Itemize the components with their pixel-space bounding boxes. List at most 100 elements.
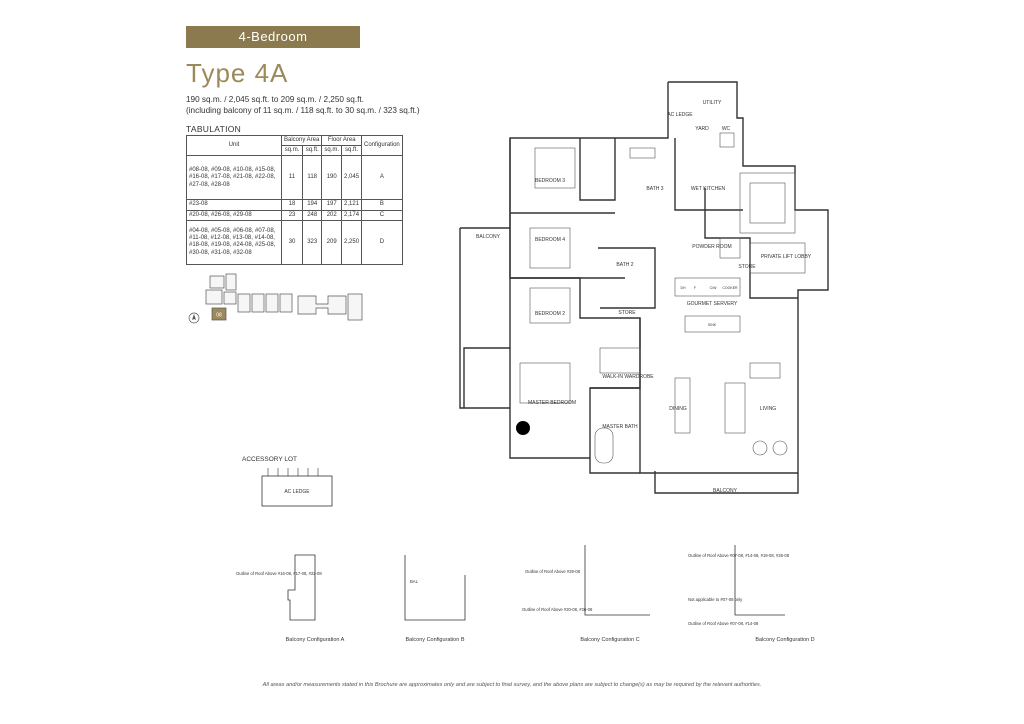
row-balcony-sqm: 18: [280, 199, 304, 211]
label-living: LIVING: [760, 406, 777, 412]
bed-3: [534, 147, 576, 189]
label-private-lift-lobby: PRIVATE LIFT LOBBY: [761, 254, 812, 260]
config-a-note: Outline of Roof Above #16-08, #17-08, #2…: [236, 571, 322, 576]
row-balcony-sqft: 194: [302, 199, 323, 211]
config-d-note-1: Outline of Roof Above #07-08, #14-08, #1…: [688, 553, 790, 558]
label-balcony-bottom: BALCONY: [713, 488, 738, 494]
bed-4: [529, 227, 571, 269]
fixtures: [519, 132, 806, 464]
accessory-lot: ACCESSORY LOT AC LEDGE: [242, 456, 333, 507]
config-b-bal: BAL: [410, 579, 419, 584]
label-bedroom-2: BEDROOM 2: [535, 311, 565, 317]
subheader-sqm: sq.m.: [321, 145, 343, 157]
walk-in-wardrobe-shelf: [599, 347, 641, 374]
label-bath-2: BATH 2: [616, 262, 633, 268]
kitchen-island: [684, 315, 741, 333]
label-master-bath: MASTER BATH: [602, 424, 638, 430]
table-header-row: Unit Balcony Area Floor Area Configurati…: [186, 134, 403, 157]
row-config: D: [361, 219, 403, 265]
row-balcony-sqft: 248: [302, 209, 323, 221]
config-b-label: Balcony Configuration B: [405, 637, 464, 643]
accessory-lot-label: AC LEDGE: [284, 489, 310, 495]
header-floor-area: Floor Area: [321, 134, 363, 147]
config-c-label: Balcony Configuration C: [580, 637, 639, 643]
label-ac-ledge: AC LEDGE: [667, 112, 693, 118]
bathtub: [594, 427, 614, 464]
table-row: #08-08, #09-08, #10-08, #15-08, #16-08, …: [186, 155, 403, 201]
row-floor-sqm: 209: [321, 219, 343, 265]
row-floor-sqm: 202: [321, 209, 343, 221]
config-c-outline: [584, 545, 650, 616]
floor-plan: UTILITY AC LEDGE YARD WC BEDROOM 3 BATH …: [459, 81, 829, 494]
bed-2: [529, 287, 571, 324]
row-balcony-sqm: 23: [280, 209, 304, 221]
disclaimer: All areas and/or measurements stated in …: [262, 682, 762, 688]
label-store: STORE: [618, 310, 636, 316]
config-c-note-2: Outline of Roof Above #20-08, #26-08: [522, 607, 593, 612]
sofa: [724, 382, 746, 434]
label-dh: DH: [680, 286, 686, 290]
config-d-outline: [734, 545, 785, 616]
config-d-note-3: Outline of Roof Above #07-08, #14-08: [688, 621, 759, 626]
row-units: #23-08: [186, 199, 282, 211]
row-units: #04-08, #05-08, #06-08, #07-08, #11-08, …: [186, 219, 282, 265]
accessory-lot-title: ACCESSORY LOT: [242, 456, 297, 463]
table-row: #23-08 18 194 197 2,121 B: [186, 199, 403, 211]
row-balcony-sqft: 323: [302, 219, 323, 265]
table-subheader-row: sq.m. sq.ft. sq.m. sq.ft.: [187, 145, 403, 157]
area-description: 190 sq.m. / 2,045 sq.ft. to 209 sq.m. / …: [186, 94, 420, 116]
config-d-note-2: Not applicable to #07-08 only: [688, 597, 743, 602]
table-row: #20-08, #26-08, #29-08 23 248 202 2,174 …: [186, 209, 403, 221]
subheader-sqm: sq.m.: [280, 145, 304, 157]
label-cw: C/W: [710, 286, 718, 290]
wc-fixture: [719, 132, 735, 148]
row-config: C: [361, 209, 403, 221]
table-row: #04-08, #05-08, #06-08, #07-08, #11-08, …: [186, 219, 403, 265]
tabulation-heading: TABULATION: [186, 124, 242, 134]
area-line-2: (including balcony of 11 sq.m. / 118 sq.…: [186, 106, 420, 115]
label-wc: WC: [722, 126, 731, 132]
header-unit: Unit: [186, 134, 282, 157]
row-units: #20-08, #26-08, #29-08: [186, 209, 282, 221]
label-sink: SINK: [708, 323, 717, 327]
marker-dot: [516, 421, 530, 435]
label-cooker: COOKER: [722, 286, 738, 290]
label-dining: DINING: [669, 406, 687, 412]
tabulation-table: Unit Balcony Area Floor Area Configurati…: [186, 134, 403, 265]
row-config: B: [361, 199, 403, 211]
row-config: A: [361, 155, 403, 201]
kitchen-counter: [674, 277, 741, 297]
subheader-sqft: sq.ft.: [302, 145, 323, 157]
config-c-note-1: Outline of Roof Above #29-08: [525, 569, 581, 574]
label-utility: UTILITY: [703, 100, 722, 106]
label-bedroom-3: BEDROOM 3: [535, 178, 565, 184]
row-floor-sqft: 2,250: [341, 219, 363, 265]
row-balcony-sqm: 11: [280, 155, 304, 201]
label-yard: YARD: [695, 126, 709, 132]
label-bath-3: BATH 3: [646, 186, 663, 192]
label-bedroom-4: BEDROOM 4: [535, 237, 565, 243]
master-bed: [519, 362, 571, 404]
label-powder-room: POWDER ROOM: [692, 244, 731, 250]
label-master-bedroom: MASTER BEDROOM: [528, 400, 576, 406]
area-line-1: 190 sq.m. / 2,045 sq.ft. to 209 sq.m. / …: [186, 95, 364, 104]
floor-plan-walls: [459, 81, 829, 494]
subheader-sqft: sq.ft.: [341, 145, 363, 157]
label-walk-in-wardrobe: WALK-IN WARDROBE: [602, 374, 654, 380]
label-balcony-side: BALCONY: [476, 234, 501, 240]
row-floor-sqm: 197: [321, 199, 343, 211]
key-plan-blocks: [205, 273, 363, 321]
config-a-label: Balcony Configuration A: [286, 637, 345, 643]
bedroom-type-badge: 4-Bedroom: [186, 26, 360, 48]
row-floor-sqft: 2,121: [341, 199, 363, 211]
key-plan: 08: [188, 273, 363, 324]
unit-type-title: Type 4A: [186, 58, 289, 88]
label-fridge: F: [694, 286, 696, 290]
key-plan-highlight-unit: [211, 307, 227, 321]
label-gourmet-servery: GOURMET SERVERY: [687, 301, 738, 307]
lift-core: [739, 172, 796, 234]
label-store-small: STORE: [738, 264, 756, 270]
row-balcony-sqft: 118: [302, 155, 323, 201]
room-labels: UTILITY AC LEDGE YARD WC BEDROOM 3 BATH …: [476, 100, 812, 494]
north-arrow-icon: [188, 312, 200, 324]
